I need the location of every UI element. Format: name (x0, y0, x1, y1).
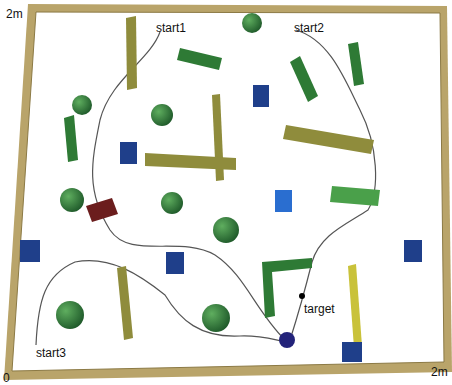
axis-label: 2m (6, 8, 23, 20)
arena-wall (4, 4, 452, 380)
robot-paths (36, 30, 376, 345)
start-label: start2 (294, 22, 324, 34)
axis-label: 0 (3, 372, 10, 384)
start-label: start3 (36, 347, 66, 359)
obstacles (20, 13, 422, 362)
start-label: start1 (156, 22, 186, 34)
arena-floor (12, 12, 444, 371)
axis-label: 2m (431, 366, 448, 378)
target-label: target (304, 303, 335, 315)
